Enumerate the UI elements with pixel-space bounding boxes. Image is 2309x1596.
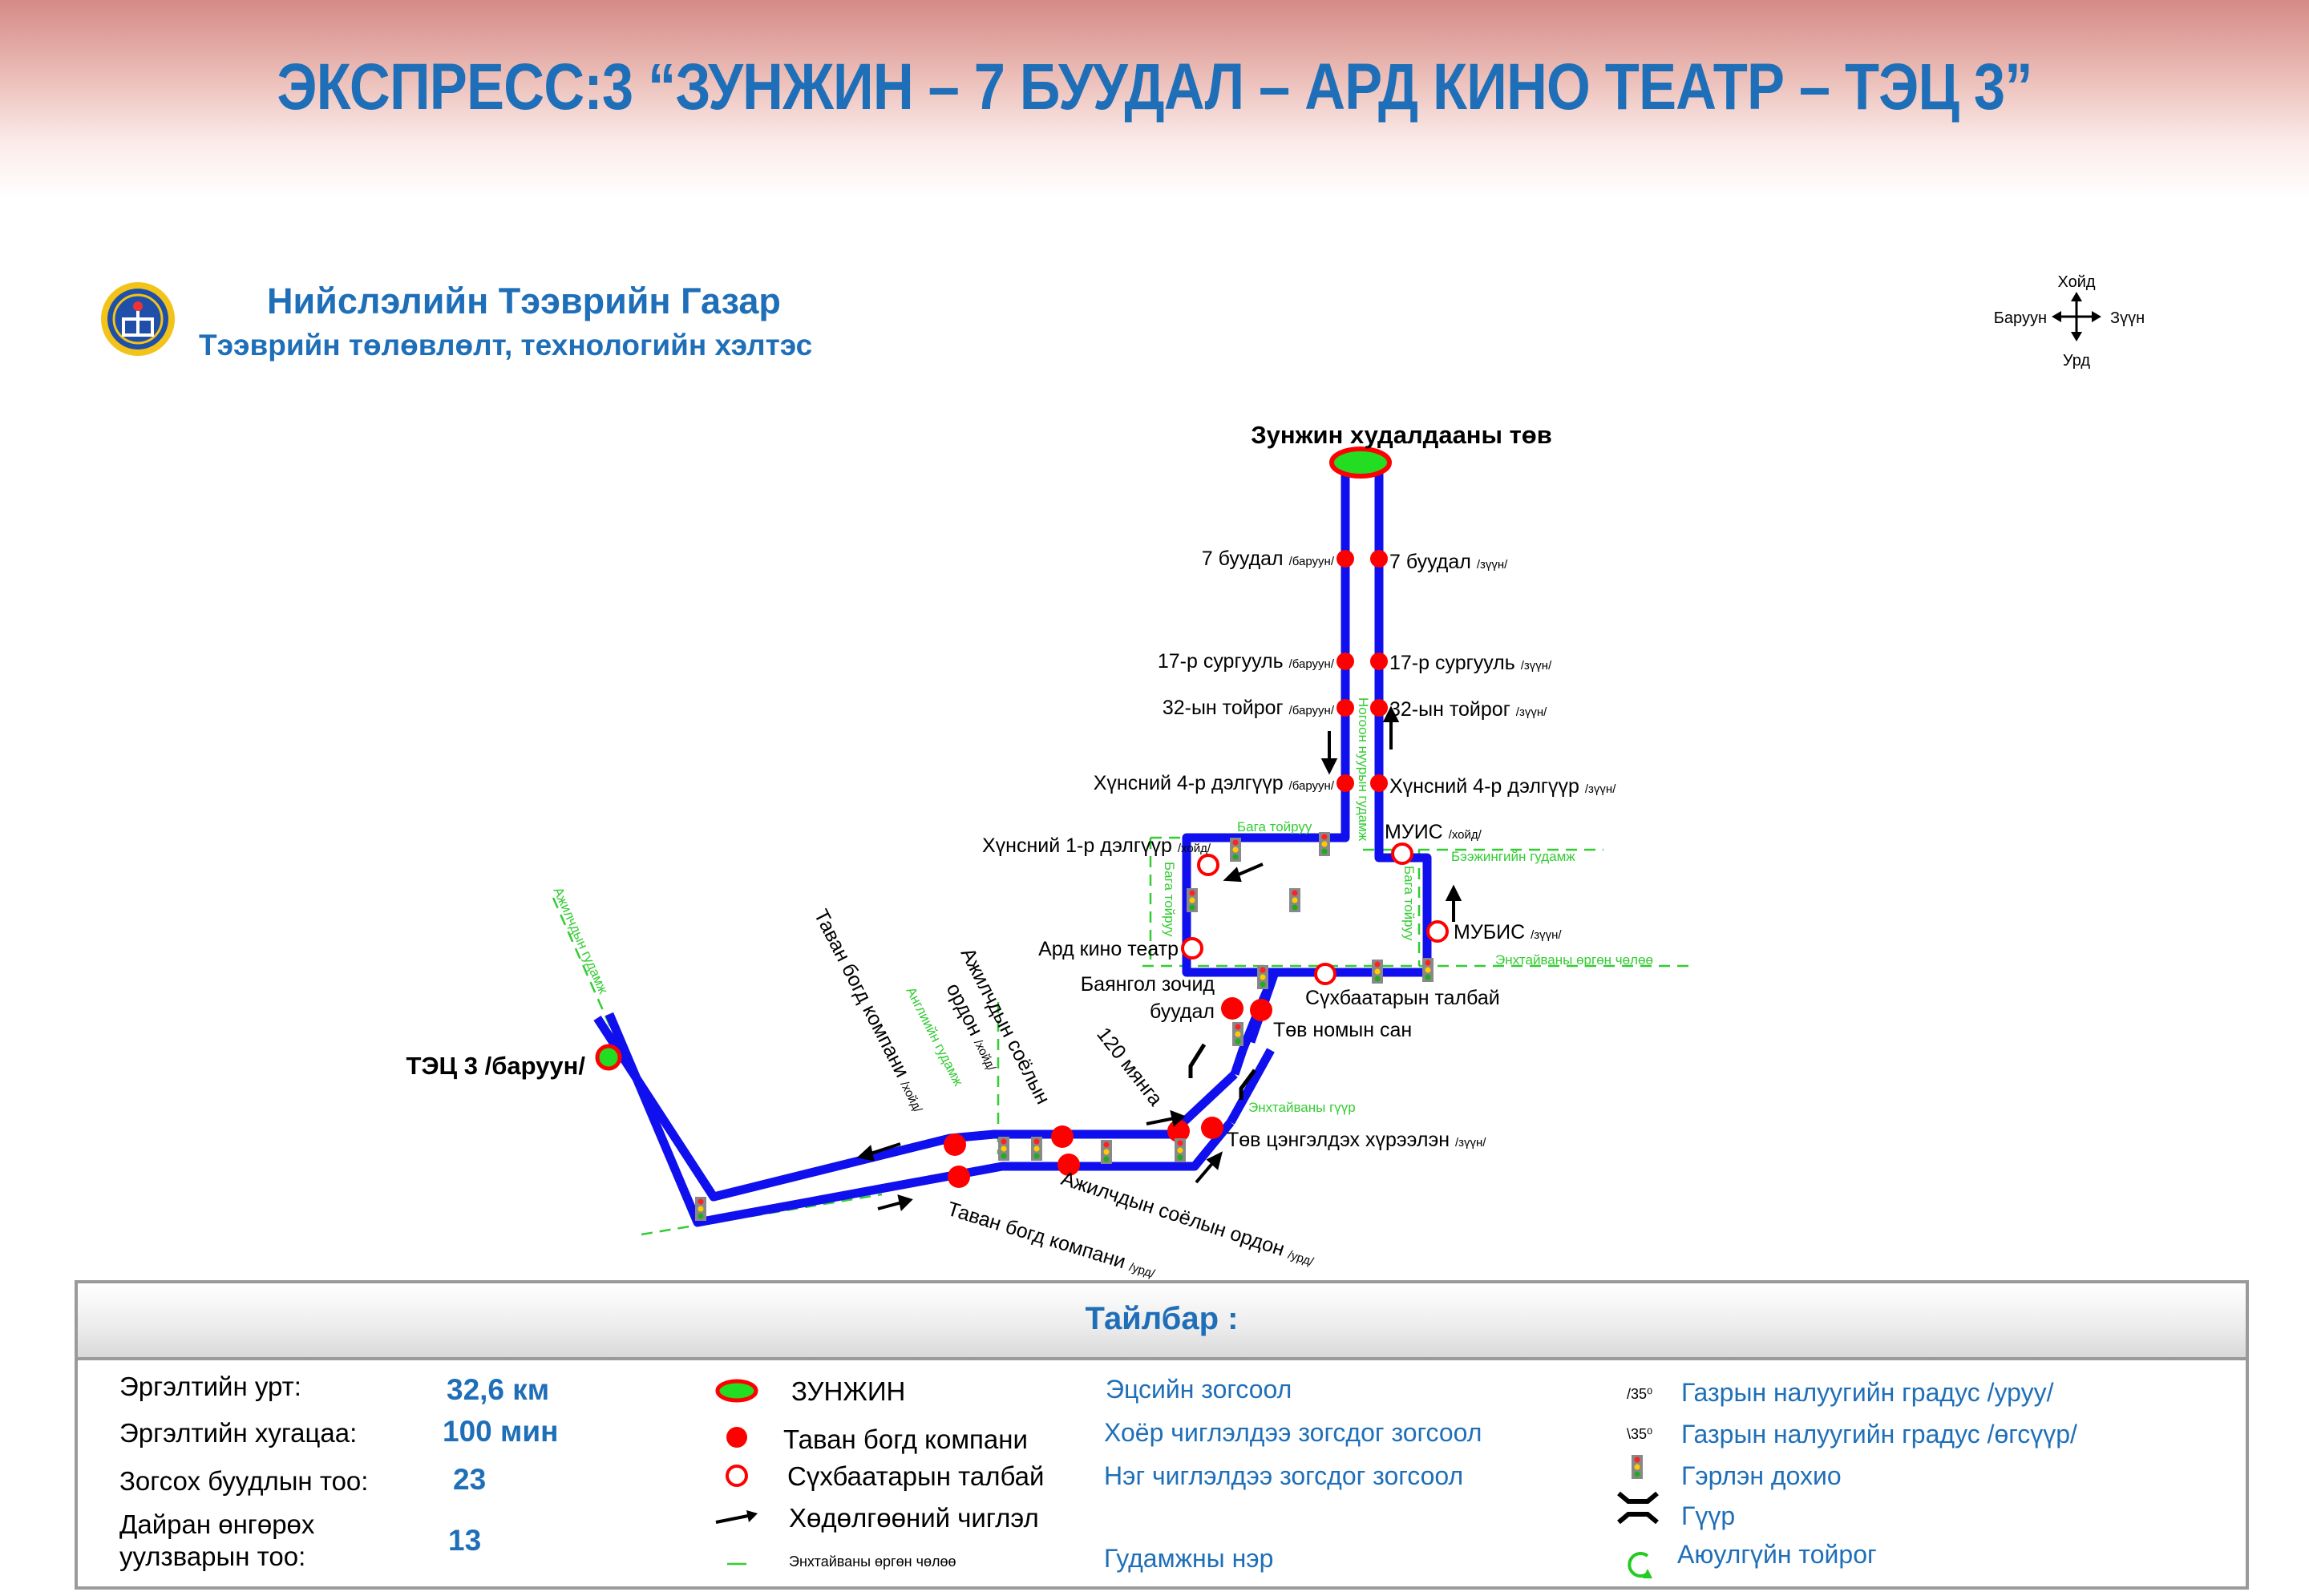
legend-panel: Тайлбар : Эргэлтийн урт: 32,6 км Эргэлти… [75, 1280, 2249, 1590]
stop-label: 7 буудал /баруун/ [1202, 547, 1335, 570]
street-label: Бага тойруу [1401, 866, 1417, 941]
stop-label: Хүнсний 4-р дэлгүүр /баруун/ [1094, 772, 1335, 794]
route-lines [593, 463, 1432, 1227]
compass-east: Зүүн [2110, 309, 2145, 327]
two-way-stops [944, 550, 1388, 1188]
route-time-value: 100 мин [443, 1415, 559, 1448]
stop-label: МУБИС /зүүн/ [1454, 921, 1562, 943]
slope-up-symbol: \35⁰ [1627, 1426, 1653, 1442]
slope-down-symbol: /35⁰ [1627, 1386, 1653, 1402]
intersections-value: 13 [448, 1524, 482, 1557]
desc-two-way: Хоёр чиглэлдээ зогсдог зогсоол [1104, 1418, 1482, 1447]
legend-two-way-sample: Таван богд компани [783, 1424, 1028, 1454]
desc-terminal: Эцсийн зогсоол [1106, 1375, 1292, 1404]
roundabout-label: Аюулгүйн тойрог [1677, 1540, 1877, 1569]
legend-direction-sample: Хөдөлгөөний чиглэл [789, 1503, 1039, 1533]
legend-one-way-sample: Сүхбаатарын талбай [787, 1461, 1045, 1491]
slope-down-label: Газрын налуугийн градус /уруу/ [1681, 1378, 2054, 1407]
terminal-end-marker [595, 1044, 622, 1071]
stop-label: Төв номын сан [1273, 1019, 1412, 1041]
page-title: ЭКСПРЕСС:3 “ЗУНЖИН – 7 БУУДАЛ – АРД КИНО… [277, 51, 2032, 123]
stops-count-label: Зогсох буудлын тоо: [119, 1466, 369, 1496]
route-time-label: Эргэлтийн хугацаа: [119, 1418, 358, 1448]
desc-street: Гудамжны нэр [1104, 1544, 1274, 1573]
street-label: Ногоон нуурын гудамж [1356, 697, 1371, 842]
compass-west: Баруун [1994, 309, 2047, 327]
stop-label: 120 мянга [1092, 1023, 1167, 1109]
roundabout-icon [1628, 1552, 1652, 1578]
legend-header: Тайлбар : [78, 1283, 2246, 1360]
street-label: Энхтайваны гүүр [1248, 1100, 1356, 1115]
header-banner [0, 0, 2309, 200]
street-label: Бага тойруу [1237, 819, 1312, 834]
slope-up-label: Газрын налуугийн градус /өгсүүр/ [1681, 1420, 2077, 1449]
bridge-icon [1617, 1491, 1659, 1525]
terminal-end-label: ТЭЦ 3 /баруун/ [406, 1052, 586, 1080]
bridge-label: Гүүр [1681, 1501, 1736, 1530]
compass-south: Урд [2063, 352, 2090, 370]
terminal-start-label: Зунжин худалдааны төв [1251, 421, 1552, 449]
compass-icon: Хойд Урд Баруун Зүүн [1994, 273, 2145, 370]
intersections-label-1: Дайран өнгөрөх [119, 1509, 315, 1539]
street-lines [552, 836, 1692, 1236]
legend-symbols [715, 1379, 758, 1566]
route-length-label: Эргэлтийн урт: [119, 1372, 301, 1401]
stop-label: Хүнсний 4-р дэлгүүр /зүүн/ [1389, 775, 1616, 798]
direction-arrows [856, 705, 1462, 1212]
legend-title: Тайлбар : [1085, 1301, 1239, 1336]
street-label: Энхтайваны өргөн чөлөө [1495, 952, 1653, 968]
stop-label: Ард кино театр [1038, 938, 1179, 960]
street-label: Бага тойруу [1162, 862, 1177, 937]
traffic-light-icons [695, 832, 1434, 1221]
stop-label: Хүнсний 1-р дэлгүүр /хойд/ [982, 834, 1211, 857]
traffic-light-label: Гэрлэн дохио [1681, 1461, 1842, 1490]
route-length-value: 32,6 км [447, 1373, 550, 1406]
stop-label: 7 буудал /зүүн/ [1389, 551, 1508, 573]
stop-label: 17-р сургууль /баруун/ [1158, 650, 1335, 673]
stop-label: МУИС /хойд/ [1385, 821, 1482, 843]
legend-terminal-sample: ЗУНЖИН [791, 1376, 906, 1406]
stop-label: буудал [1150, 1000, 1215, 1023]
street-label: Ажилчдын гудамж [550, 885, 611, 996]
compass-north: Хойд [2057, 273, 2095, 291]
legend-street-sample: Энхтайваны өргөн чөлөө [789, 1554, 956, 1570]
stop-label: Баянгол зочид [1081, 973, 1215, 996]
stop-label: Төв цэнгэлдэх хүрээлэн /зүүн/ [1227, 1129, 1486, 1151]
desc-one-way: Нэг чиглэлдээ зогсдог зогсоол [1104, 1461, 1464, 1490]
stop-label: 32-ын тойрог /баруун/ [1163, 697, 1335, 719]
org-department: Тээврийн төлөвлөлт, технологийн хэлтэс [199, 329, 813, 362]
traffic-light-icon [1632, 1455, 1643, 1479]
intersections-label-2: уулзварын тоо: [119, 1541, 306, 1571]
stop-label: Сүхбаатарын талбай [1305, 987, 1500, 1009]
bridge-icons [1188, 1043, 1257, 1100]
stops-count-value: 23 [453, 1463, 487, 1496]
terminal-start-marker [1329, 446, 1392, 479]
stop-label: 32-ын тойрог /зүүн/ [1389, 698, 1547, 721]
one-way-stops [1181, 842, 1449, 985]
legend-icons [1617, 1455, 1659, 1578]
stop-label: 17-р сургууль /зүүн/ [1389, 652, 1552, 674]
street-label: Бээжингийн гудамж [1451, 849, 1575, 864]
org-name: Нийслэлийн Тээврийн Газар [267, 281, 781, 321]
emblem-icon [101, 282, 175, 356]
